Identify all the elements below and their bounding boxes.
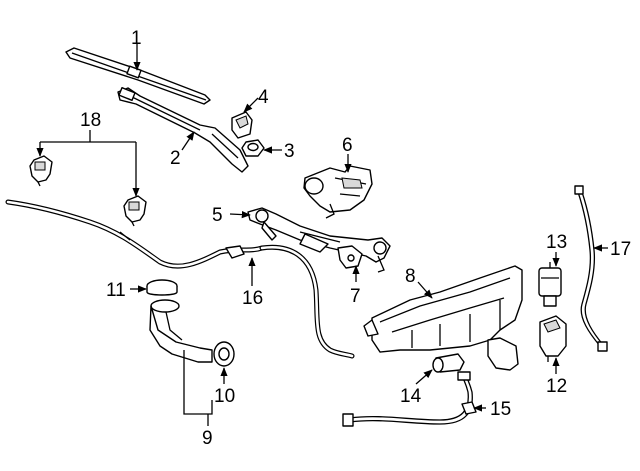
callout-4: 4 (258, 87, 269, 108)
callout-9: 9 (202, 428, 213, 449)
leader-lines (36, 44, 608, 426)
callout-10: 10 (214, 386, 235, 407)
part-washer-pump-lower[interactable] (539, 315, 567, 362)
part-level-sensor[interactable] (432, 353, 465, 373)
part-wiper-motor[interactable] (303, 165, 373, 219)
part-arm-cap[interactable] (231, 111, 253, 139)
callout-17: 17 (610, 239, 631, 260)
part-washer-nozzle-left[interactable] (29, 155, 53, 187)
callout-1: 1 (131, 28, 142, 49)
part-washer-pump-upper[interactable] (538, 262, 562, 307)
part-filler-neck[interactable] (149, 299, 213, 363)
callout-12: 12 (546, 376, 567, 397)
part-washer-reservoir[interactable] (363, 265, 523, 371)
callout-16: 16 (242, 288, 263, 309)
part-washer-hose[interactable] (5, 199, 355, 359)
callout-8: 8 (405, 266, 416, 287)
callout-7: 7 (350, 286, 361, 307)
part-wiper-blade[interactable] (65, 47, 211, 105)
callout-13: 13 (546, 232, 567, 253)
part-reservoir-cap[interactable] (146, 279, 178, 296)
callout-3: 3 (284, 141, 295, 162)
part-wiper-arm[interactable] (117, 86, 249, 173)
callout-18: 18 (80, 110, 101, 131)
part-sensor-harness[interactable] (342, 371, 477, 427)
callout-14: 14 (400, 386, 422, 407)
part-wire-harness[interactable] (574, 185, 608, 352)
part-wiper-linkage[interactable] (247, 207, 391, 273)
callout-15: 15 (490, 399, 511, 420)
part-bracket[interactable] (337, 245, 363, 269)
part-nut[interactable] (241, 139, 265, 157)
part-washer-nozzle-right[interactable] (123, 195, 147, 227)
callout-5: 5 (212, 205, 223, 226)
callout-labels: 1 2 3 4 5 6 7 8 9 10 11 12 13 14 15 16 1… (80, 28, 631, 449)
part-grommet[interactable] (213, 341, 235, 367)
callout-11: 11 (106, 280, 126, 301)
callout-2: 2 (170, 148, 181, 169)
callout-6: 6 (342, 135, 353, 156)
